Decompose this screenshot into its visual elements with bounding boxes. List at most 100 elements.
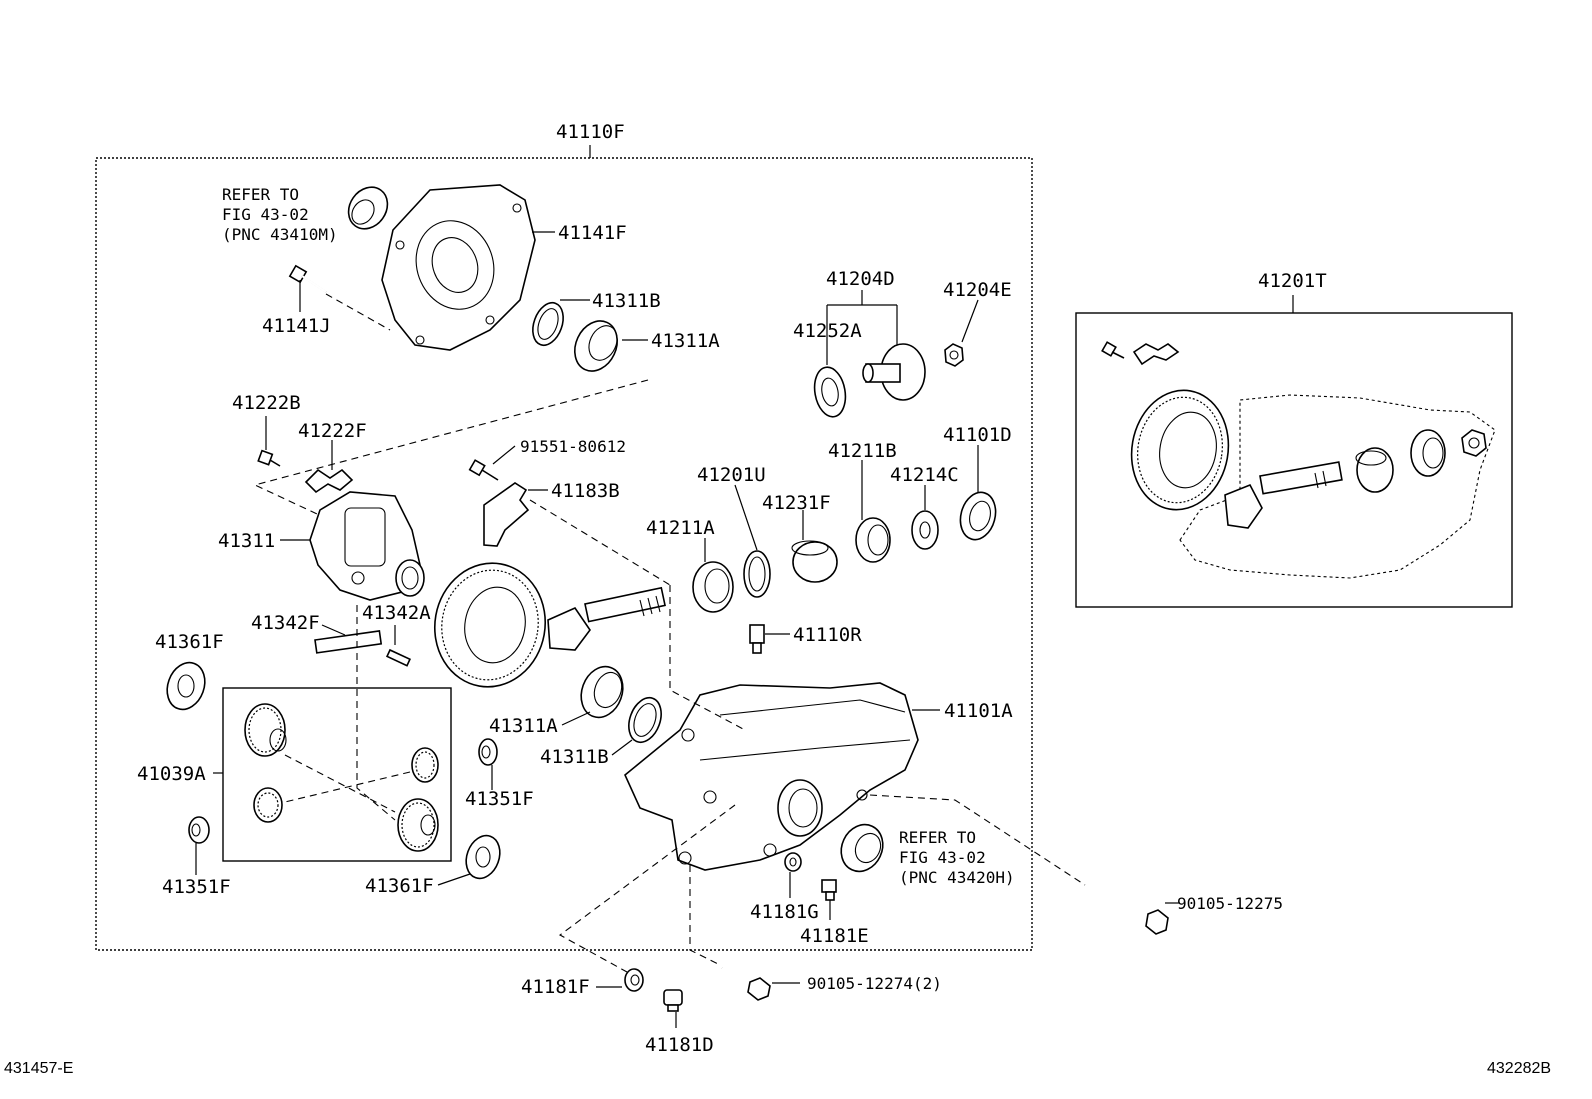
- bolt-41222B-part: [257, 449, 281, 467]
- refer-top-line1: REFER TO: [222, 185, 299, 204]
- label-91551-80612[interactable]: 91551-80612: [520, 437, 626, 456]
- label-41101A[interactable]: 41101A: [944, 700, 1013, 722]
- label-90105-12274[interactable]: 90105-12274(2): [807, 974, 942, 993]
- footer-code-right: 432282B: [1487, 1060, 1551, 1077]
- breather-plug-part: [749, 624, 765, 654]
- side-gear-lower-part: [397, 798, 439, 852]
- label-41141J[interactable]: 41141J: [262, 315, 331, 337]
- label-41201U[interactable]: 41201U: [697, 464, 766, 486]
- kit-plate-part: [1132, 343, 1180, 366]
- straight-pin-part: [385, 648, 412, 667]
- pinion-gear-lower-part: [253, 787, 283, 823]
- label-41204E[interactable]: 41204E: [943, 279, 1012, 301]
- bolt-91551-part: [468, 459, 499, 481]
- label-41110R[interactable]: 41110R: [793, 624, 862, 646]
- refer-bottom-line1: REFER TO: [899, 828, 976, 847]
- bearing-top-part: [574, 320, 618, 372]
- kit-bearing-part: [1410, 429, 1446, 477]
- side-gear-upper-part: [244, 703, 287, 757]
- label-41181D[interactable]: 41181D: [645, 1034, 714, 1056]
- label-41351F-mid[interactable]: 41351F: [465, 788, 534, 810]
- refer-top-line3: (PNC 43410M): [222, 225, 338, 244]
- washer-bottom-part: [465, 834, 501, 880]
- thrust-washer-left-part: [188, 816, 210, 844]
- pinion-shaft-part: [314, 630, 383, 654]
- label-41222F[interactable]: 41222F: [298, 420, 367, 442]
- oil-seal-41101D-part: [959, 491, 997, 541]
- label-41342A[interactable]: 41342A: [362, 602, 431, 624]
- label-41252A[interactable]: 41252A: [793, 320, 862, 342]
- ring-gear-part: [433, 562, 547, 688]
- main-assembly-frame: [95, 157, 1033, 951]
- washer-41214C-part: [911, 510, 939, 550]
- label-41311B-mid[interactable]: 41311B: [540, 746, 609, 768]
- refer-bottom-line3: (PNC 43420H): [899, 868, 1015, 887]
- deflector-41252A-part: [813, 366, 847, 418]
- lock-plate-part: [304, 468, 354, 494]
- nut-41204E-part: [944, 343, 964, 367]
- kit-frame: [1075, 312, 1513, 608]
- label-41181F[interactable]: 41181F: [521, 976, 590, 998]
- bearing-41211A-part: [692, 561, 734, 613]
- front-cover-part: [381, 184, 536, 351]
- label-41211A[interactable]: 41211A: [646, 517, 715, 539]
- label-41311B-top[interactable]: 41311B: [592, 290, 661, 312]
- label-41181G[interactable]: 41181G: [750, 901, 819, 923]
- refer-top-line2: FIG 43-02: [222, 205, 309, 224]
- oil-seal-rear-part: [840, 823, 884, 873]
- label-41183B[interactable]: 41183B: [551, 480, 620, 502]
- label-41351F-left[interactable]: 41351F: [162, 876, 231, 898]
- label-41311A-mid[interactable]: 41311A: [489, 715, 558, 737]
- gasket-41181G-part: [784, 852, 802, 872]
- shim-mid-part: [628, 696, 662, 744]
- label-90105-12275[interactable]: 90105-12275: [1177, 894, 1283, 913]
- label-41361F-left[interactable]: 41361F: [155, 631, 224, 653]
- washer-left-part: [166, 661, 206, 711]
- differential-case-part: [309, 491, 425, 601]
- footer-code-left: 431457-E: [4, 1060, 73, 1077]
- plug-41181E-part: [821, 879, 837, 901]
- label-41214C[interactable]: 41214C: [890, 464, 959, 486]
- shim-41201U-part: [743, 550, 771, 598]
- label-41181E[interactable]: 41181E: [800, 925, 869, 947]
- kit-pinion-part: [1224, 461, 1343, 529]
- kit-nut-part: [1461, 429, 1487, 457]
- oil-seal-front-part: [347, 186, 389, 230]
- label-41201T[interactable]: 41201T: [1258, 270, 1327, 292]
- label-41110F[interactable]: 41110F: [556, 121, 625, 143]
- bolt-90105-12275-part: [1084, 883, 1169, 935]
- label-41361F-bottom[interactable]: 41361F: [365, 875, 434, 897]
- label-41342F[interactable]: 41342F: [251, 612, 320, 634]
- bearing-mid-part: [580, 665, 624, 719]
- kit-housing-outline-part: [1179, 394, 1496, 579]
- gasket-41181F-part: [624, 968, 644, 992]
- carrier-housing-part: [624, 682, 919, 871]
- bearing-41211B-part: [855, 517, 891, 563]
- refer-bottom-line2: FIG 43-02: [899, 848, 986, 867]
- kit-spacer-part: [1355, 447, 1394, 493]
- bolt-90105-12274-part: [721, 966, 771, 1001]
- label-41101D[interactable]: 41101D: [943, 424, 1012, 446]
- drive-pinion-part: [547, 586, 666, 651]
- bolt-41141J-part: [288, 264, 327, 293]
- shim-top-part: [532, 301, 564, 347]
- label-41311[interactable]: 41311: [218, 530, 275, 552]
- pinion-kit-frame: [222, 687, 452, 862]
- label-41039A[interactable]: 41039A: [137, 763, 206, 785]
- kit-bolt-part: [1101, 341, 1125, 359]
- pinion-gear-upper-part: [411, 747, 439, 783]
- plug-41181D-part: [663, 989, 683, 1012]
- plate-41183B-part: [483, 482, 530, 547]
- label-41231F[interactable]: 41231F: [762, 492, 831, 514]
- thrust-washer-mid-part: [478, 738, 498, 766]
- kit-ring-gear-part: [1130, 389, 1230, 511]
- label-41141F[interactable]: 41141F: [558, 222, 627, 244]
- companion-flange-part: [862, 343, 926, 401]
- spacer-41231F-part: [791, 540, 838, 583]
- label-41311A-top[interactable]: 41311A: [651, 330, 720, 352]
- label-41222B[interactable]: 41222B: [232, 392, 301, 414]
- label-41204D[interactable]: 41204D: [826, 268, 895, 290]
- label-41211B[interactable]: 41211B: [828, 440, 897, 462]
